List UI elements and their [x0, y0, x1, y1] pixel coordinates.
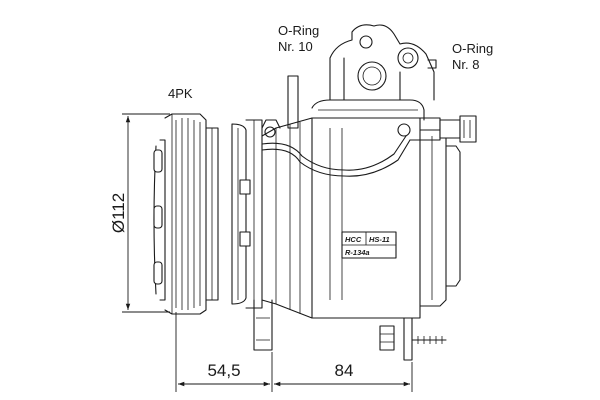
pulley-grooves — [175, 118, 201, 310]
oring-nr8-label-line1: O-Ring — [452, 41, 493, 56]
compressor-body — [261, 99, 461, 319]
clutch-housing — [231, 119, 263, 309]
body-length-dimension-value: 84 — [335, 361, 354, 380]
pulley-diameter-dimension: Ø112 — [109, 113, 170, 313]
body-length-dimension: 84 — [274, 361, 413, 392]
pulley-diameter-value: Ø112 — [109, 193, 128, 233]
oring-nr10-label-line1: O-Ring — [278, 23, 319, 38]
nameplate-maker: HCC — [345, 235, 362, 244]
rear-mount-bolt — [379, 317, 447, 361]
electrical-connector — [261, 115, 477, 177]
refrigerant-port-block — [329, 24, 437, 101]
nameplate-model: HS-11 — [369, 235, 390, 244]
belt-profile-label: 4PK — [168, 86, 193, 101]
oring-nr10-label-line2: Nr. 10 — [278, 39, 313, 54]
pulley — [153, 113, 219, 315]
offset-dimension: 54,5 — [175, 312, 273, 392]
upper-mount-lug — [261, 75, 299, 138]
nameplate-refrigerant: R-134a — [345, 248, 370, 257]
nameplate: HCC HS-11 R-134a — [341, 231, 397, 259]
offset-dimension-value: 54,5 — [207, 361, 240, 380]
oring-nr8-label-line2: Nr. 8 — [452, 57, 479, 72]
lower-mount-lug — [253, 299, 273, 351]
